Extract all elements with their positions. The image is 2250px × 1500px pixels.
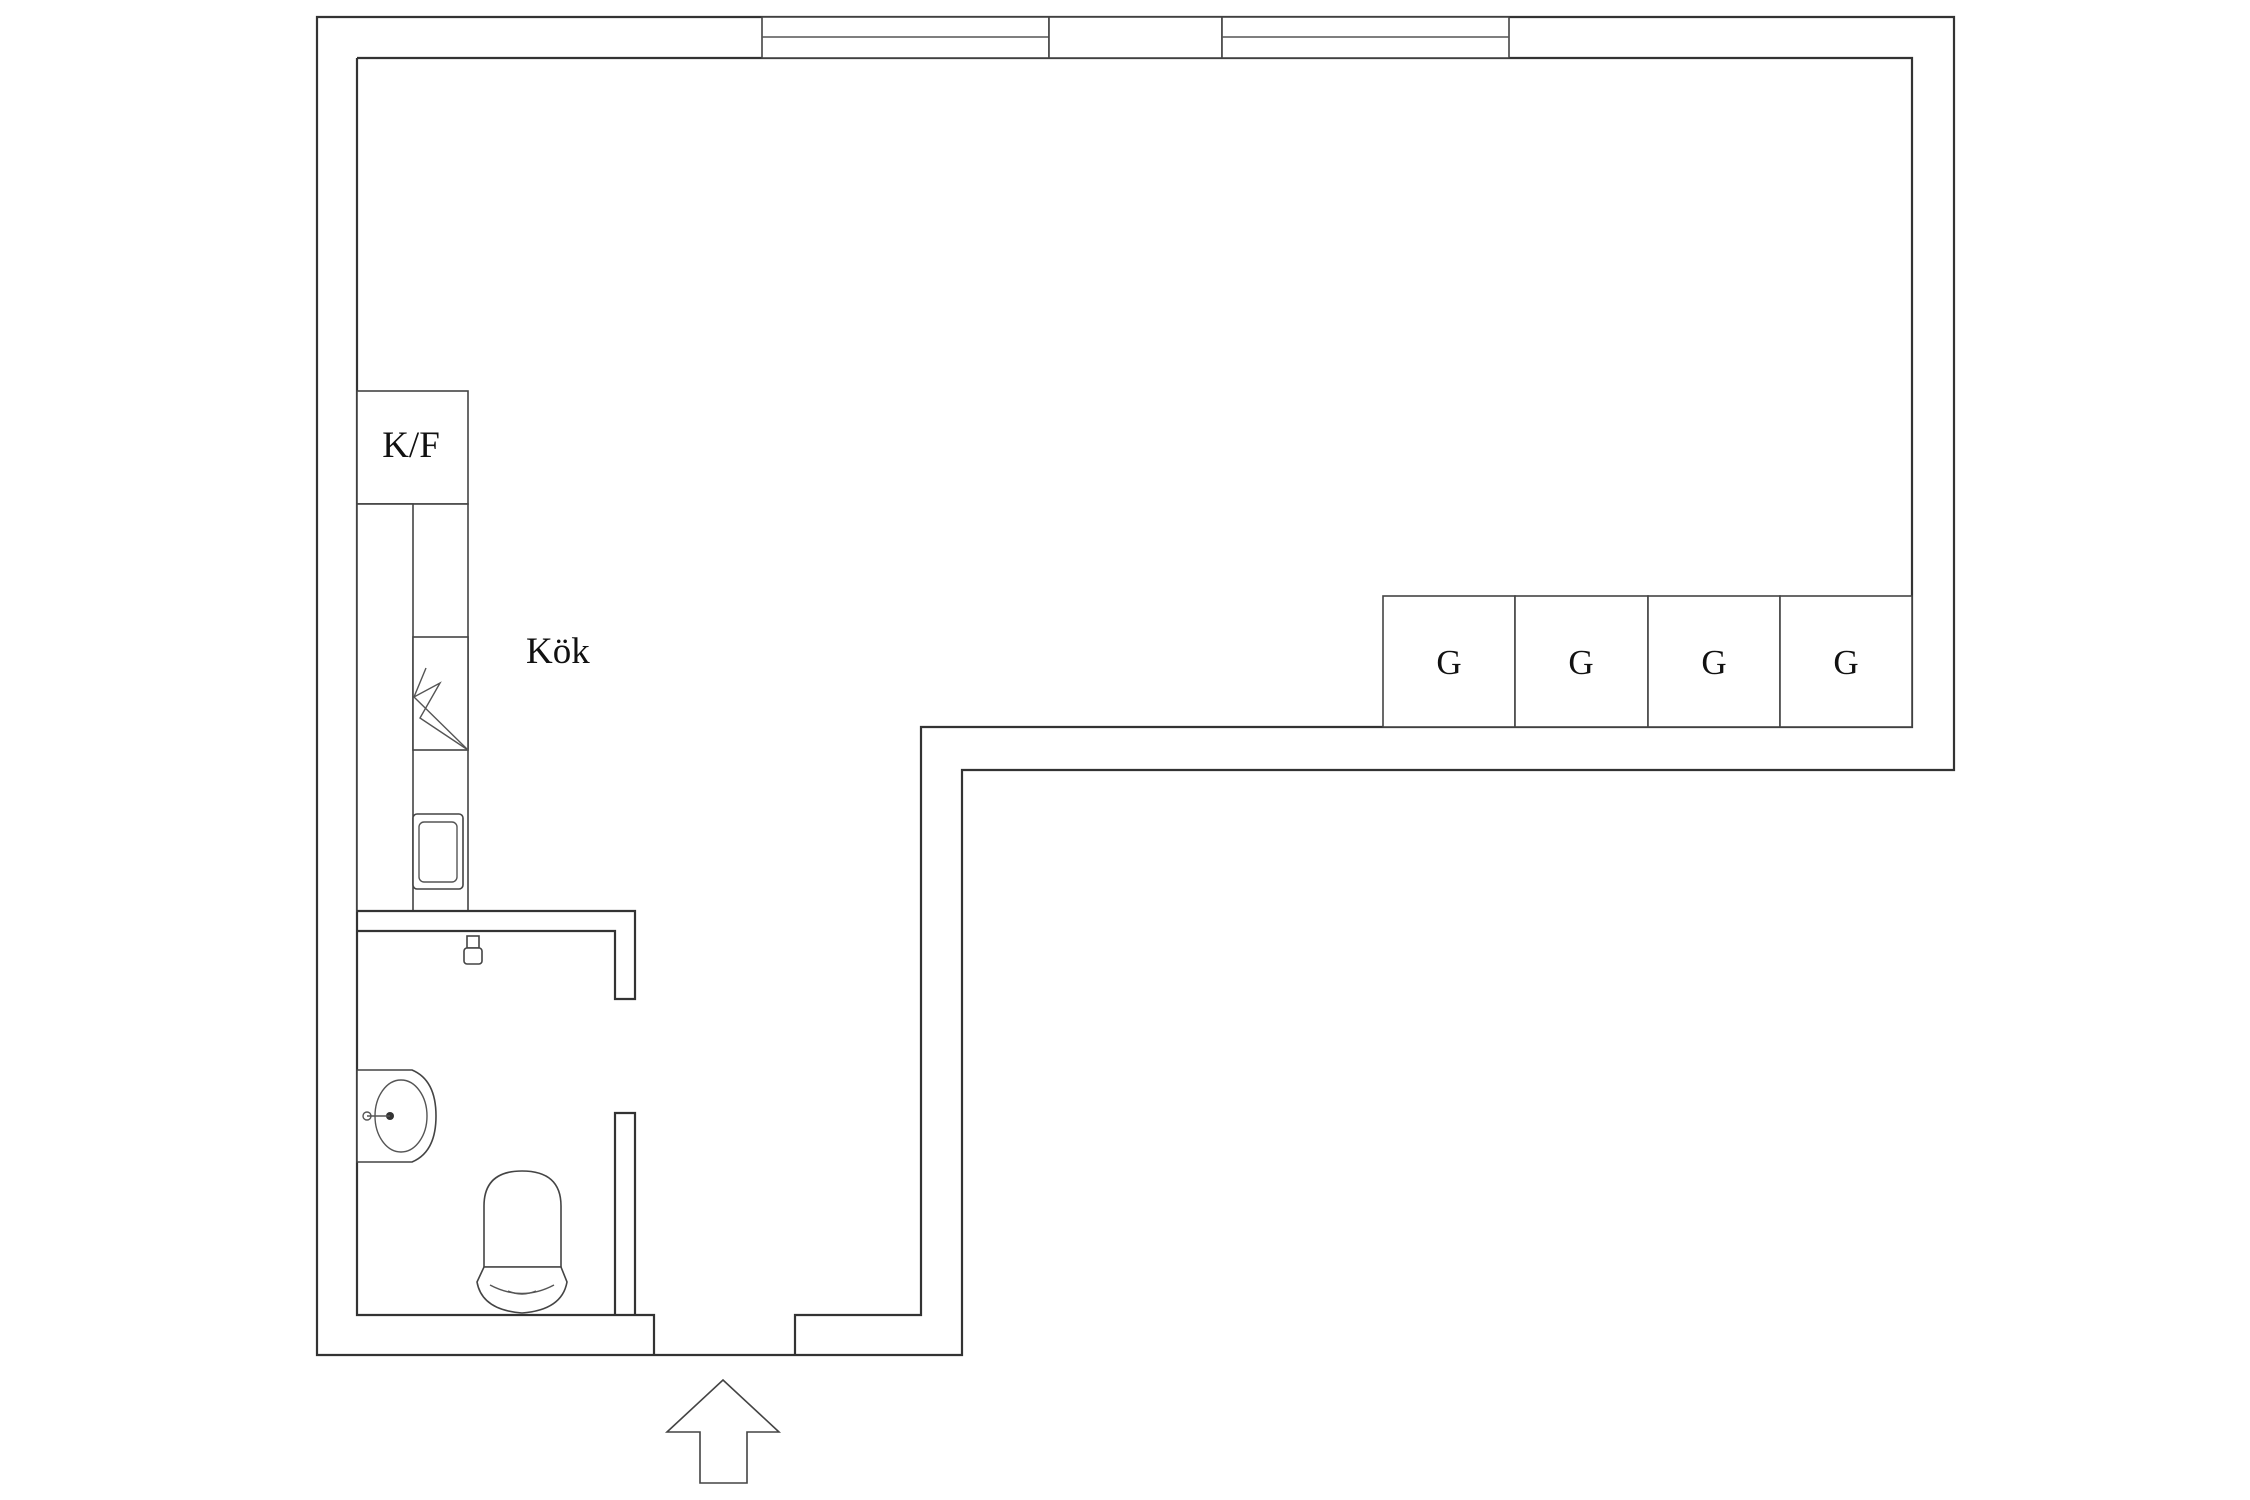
window-top-left [761,16,1050,59]
kitchen-counter-top [356,503,414,912]
wardrobe-2-label: G [1568,643,1593,682]
shower-tap-icon [463,935,483,965]
wardrobe-2 [1514,595,1649,728]
wardrobe-row: G G G G [1382,595,1913,728]
wardrobe-4-label: G [1833,643,1858,682]
bathroom-wall-lower [613,1111,637,1315]
window-top-right [1221,16,1510,59]
washbasin-icon [356,1069,437,1163]
bathroom-wall [357,909,637,1001]
kitchen-sink-icon [412,813,464,890]
window-top-middle [1048,16,1223,59]
kitchen-room-label: Kök [526,631,590,672]
fridge-freezer-label: K/F [382,425,440,466]
toilet-icon [476,1170,568,1314]
wardrobe-3-label: G [1701,643,1726,682]
fridge-freezer-unit [356,390,469,505]
wardrobe-4 [1779,595,1913,728]
wardrobe-3 [1647,595,1781,728]
wardrobe-1-label: G [1436,643,1461,682]
outer-wall [315,15,1956,1357]
stove-icon [412,636,469,751]
entrance-arrow-icon [664,1378,782,1484]
